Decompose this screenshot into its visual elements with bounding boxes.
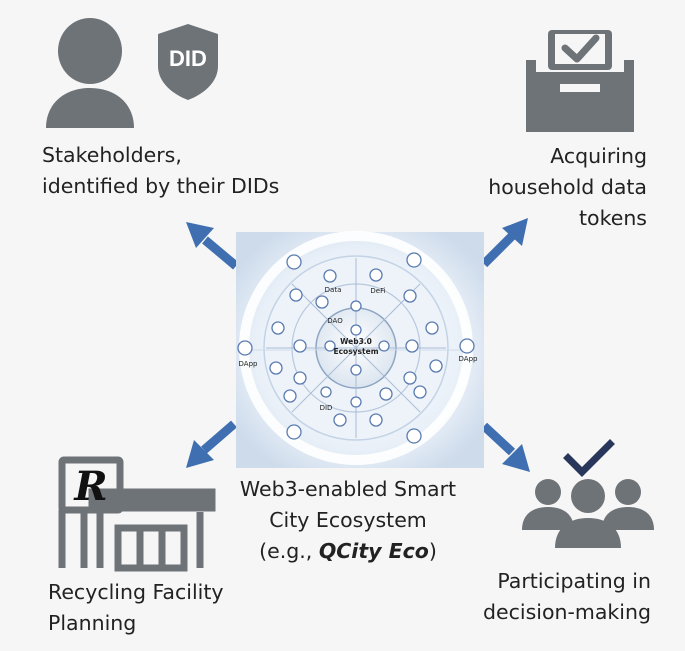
household-data-tokens-label: Acquiring household data tokens: [488, 144, 647, 230]
node-label-dapp-right: DApp: [459, 355, 478, 363]
group-people-icon: [522, 479, 654, 548]
stakeholders-label: Stakeholders, identified by their DIDs: [42, 143, 280, 198]
person-icon: [46, 18, 134, 128]
recycling-facility-label: Recycling Facility Planning: [48, 580, 224, 635]
node-label-dao: DAO: [327, 317, 343, 325]
node-label-data: Data: [325, 286, 342, 294]
arrow-bottom-left: [186, 420, 237, 468]
recycling-sign-letter: R: [73, 463, 107, 510]
ballot-box-check-icon: [526, 30, 634, 132]
arrow-bottom-right: [480, 422, 530, 472]
node-label-did: DID: [320, 404, 333, 412]
center-caption: Web3-enabled Smart City Ecosystem (e.g.,…: [208, 474, 488, 567]
did-shield-icon: DID: [158, 24, 218, 100]
decision-making-label: Participating in decision-making: [482, 569, 651, 624]
network-nodes: [237, 252, 475, 444]
did-badge-text: DID: [169, 46, 207, 71]
recycling-facility-building-icon: [58, 456, 216, 572]
hub-label-line1: Web3.0: [340, 337, 372, 346]
caption-suffix: ): [428, 539, 437, 563]
caption-emphasis: QCity Eco: [318, 539, 429, 563]
arrow-top-right: [480, 218, 528, 268]
node-label-defi: DeFi: [370, 287, 385, 295]
caption-line3: (e.g., QCity Eco): [208, 536, 488, 567]
web3-ecosystem-image: [236, 231, 484, 468]
checkmark-icon: [563, 439, 615, 477]
caption-prefix: (e.g.,: [259, 539, 319, 563]
arrow-top-left: [186, 222, 239, 270]
caption-line1: Web3-enabled Smart: [239, 477, 457, 501]
node-label-dapp-left: DApp: [239, 360, 258, 368]
hub-label-line2: Ecosystem: [333, 347, 378, 356]
caption-line2: City Ecosystem: [269, 508, 427, 532]
